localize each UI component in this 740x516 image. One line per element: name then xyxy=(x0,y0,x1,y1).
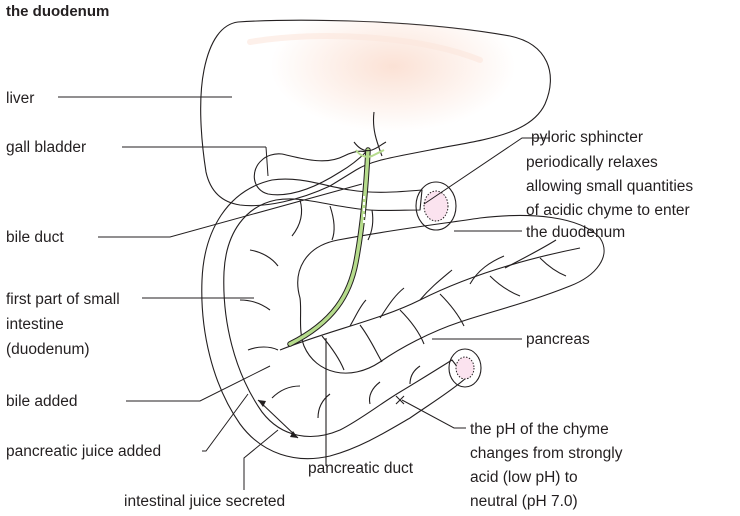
title-text: the duodenum xyxy=(6,3,109,20)
liver xyxy=(201,20,551,205)
arrow-line xyxy=(258,400,298,438)
label-pancreas: pancreas xyxy=(526,331,590,348)
label-first-part-1: first part of small xyxy=(6,291,120,308)
label-pyloric-4: of acidic chyme to enter xyxy=(526,202,690,219)
label-ph-3: acid (low pH) to xyxy=(470,469,578,486)
label-pyloric-5: the duodenum xyxy=(526,224,625,241)
label-bile-duct: bile duct xyxy=(6,229,64,246)
label-ph-2: changes from strongly xyxy=(470,445,623,462)
duodenum xyxy=(202,179,481,459)
label-ph-4: neutral (pH 7.0) xyxy=(470,493,578,510)
label-bile-added: bile added xyxy=(6,393,78,410)
label-pyloric-2: periodically relaxes xyxy=(526,154,658,171)
label-first-part-2: intestine xyxy=(6,316,64,333)
label-intestinal-juice: intestinal juice secreted xyxy=(124,493,285,510)
label-gall-bladder: gall bladder xyxy=(6,139,86,156)
label-first-part-3: (duodenum) xyxy=(6,341,90,358)
label-pancreatic-juice: pancreatic juice added xyxy=(6,443,161,460)
label-pancreatic-duct: pancreatic duct xyxy=(308,460,414,477)
label-ph-1: the pH of the chyme xyxy=(470,421,609,438)
label-liver: liver xyxy=(6,90,34,107)
label-pyloric-1: pyloric sphincter xyxy=(531,129,643,146)
label-pyloric-3: allowing small quantities xyxy=(526,178,693,195)
